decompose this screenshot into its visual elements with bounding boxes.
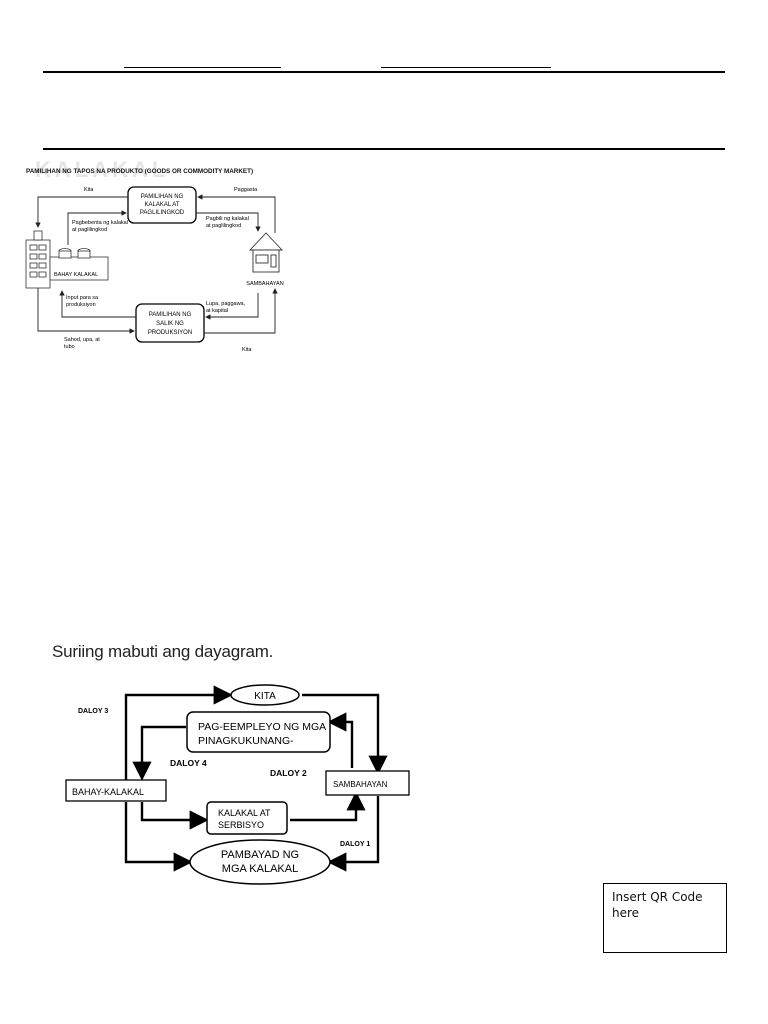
pagbebenta-label-2: at paglilingkod <box>72 227 107 233</box>
qr-placeholder-text: Insert QR Code here <box>612 890 703 920</box>
sambahayan-label: SAMBAHAYAN <box>333 780 388 789</box>
sahod-arrow <box>37 288 135 334</box>
kalakal-serbisyo-label-2: SERBISYO <box>218 820 264 830</box>
paggasta-label: Paggasta <box>234 187 258 193</box>
daloy3-label: DALOY 3 <box>78 708 108 715</box>
daloy2-arrow <box>327 712 354 768</box>
daloy4-arrow <box>132 725 186 781</box>
daloy3-arrow <box>124 685 233 780</box>
bahay-to-kalakal-arrow <box>140 802 209 830</box>
sahod-label-2: tubo <box>64 344 75 350</box>
factory-icon <box>25 230 109 289</box>
sambahayan-box <box>325 770 410 796</box>
goods-market-label-3: PAGLILINGKOD <box>140 210 185 216</box>
sahod-label-1: Sahod, upa, at <box>64 337 100 343</box>
qr-code-placeholder: Insert QR Code here <box>603 883 727 953</box>
kita-oval <box>230 684 300 706</box>
goods-market-box <box>127 186 197 224</box>
factor-market-box <box>135 303 205 343</box>
house-icon <box>248 232 284 273</box>
kalakal-to-sambahayan-arrow <box>290 791 366 822</box>
circular-flow-diagram: KALAKAL PAMILIHAN NG TAPOS NA PRODUKTO (… <box>25 157 284 353</box>
factor-market-label-1: PAMILIHAN NG <box>149 312 192 318</box>
kita-bottom-label: Kita <box>242 347 252 353</box>
factor-market-label-2: SALIK NG <box>156 321 184 327</box>
input-arrow <box>59 290 136 318</box>
lupa-label-1: Lupa, paggawa, <box>206 301 246 307</box>
bahay-kalakal-label: BAHAY KALAKAL <box>54 272 98 278</box>
pambayad-label-2: MGA KALAKAL <box>222 863 298 875</box>
kita-label: KITA <box>254 691 276 702</box>
lupa-arrow <box>205 293 259 320</box>
pambayad-oval <box>189 839 331 885</box>
pagbili-label-1: Pagbili ng kalakal <box>206 216 249 222</box>
daloy2-label: DALOY 2 <box>270 768 307 778</box>
header-rule-top <box>43 71 725 73</box>
watermark-text: KALAKAL <box>35 157 169 182</box>
kalakal-serbisyo-label-1: KALAKAL AT <box>218 808 271 818</box>
section-blank[interactable] <box>381 67 551 68</box>
daloy1-arrow <box>327 796 380 872</box>
kalakal-serbisyo-box <box>206 801 288 835</box>
kita-bottom-arrow <box>204 288 278 334</box>
bahay-kalakal-box <box>65 779 167 802</box>
name-blank[interactable] <box>124 67 281 68</box>
bahay-kalakal-label: BAHAY-KALAKAL <box>72 787 144 797</box>
pagbili-label-2: at paglilingkod <box>206 223 241 229</box>
daloy1-label: DALOY 1 <box>340 841 370 848</box>
sambahayan-label: SAMBAHAYAN <box>246 281 283 287</box>
kita-top-arrow <box>35 196 128 228</box>
pambayad-label-1: PAMBAYAD NG <box>221 849 299 861</box>
input-label-2: produksiyon <box>66 302 96 308</box>
kita-to-sambahayan-arrow <box>302 693 388 775</box>
bahay-to-pambayad-arrow <box>124 802 193 872</box>
daloy-diagram: KITA PAG-EEMPLEYO NG MGA PINAGKUKUNANG- … <box>65 684 410 885</box>
input-label-1: Input para sa <box>66 295 99 301</box>
goods-market-label-2: KALAKAL AT <box>144 202 179 208</box>
pagbebenta-label-1: Pagbebenta ng kalakal <box>72 220 128 226</box>
pagbili-arrow <box>196 212 261 232</box>
header-rule-bottom <box>43 148 725 150</box>
instruction-text: Suriing mabuti ang dayagram. <box>52 642 274 661</box>
daloy4-label: DALOY 4 <box>170 758 207 768</box>
pag-eempleyo-label-1: PAG-EEMPLEYO NG MGA <box>198 721 326 733</box>
goods-market-label-1: PAMILIHAN NG <box>141 194 184 200</box>
pagbebenta-arrow <box>67 210 127 245</box>
pag-eempleyo-box <box>186 711 331 753</box>
paggasta-arrow <box>197 194 276 233</box>
lupa-label-2: at kapital <box>206 308 228 314</box>
kita-top-label: Kita <box>84 187 94 193</box>
factor-market-label-3: PRODUKSIYON <box>148 330 192 336</box>
pag-eempleyo-label-2: PINAGKUKUNANG- <box>198 735 294 747</box>
diagram1-title: PAMILIHAN NG TAPOS NA PRODUKTO (GOODS OR… <box>26 168 253 175</box>
